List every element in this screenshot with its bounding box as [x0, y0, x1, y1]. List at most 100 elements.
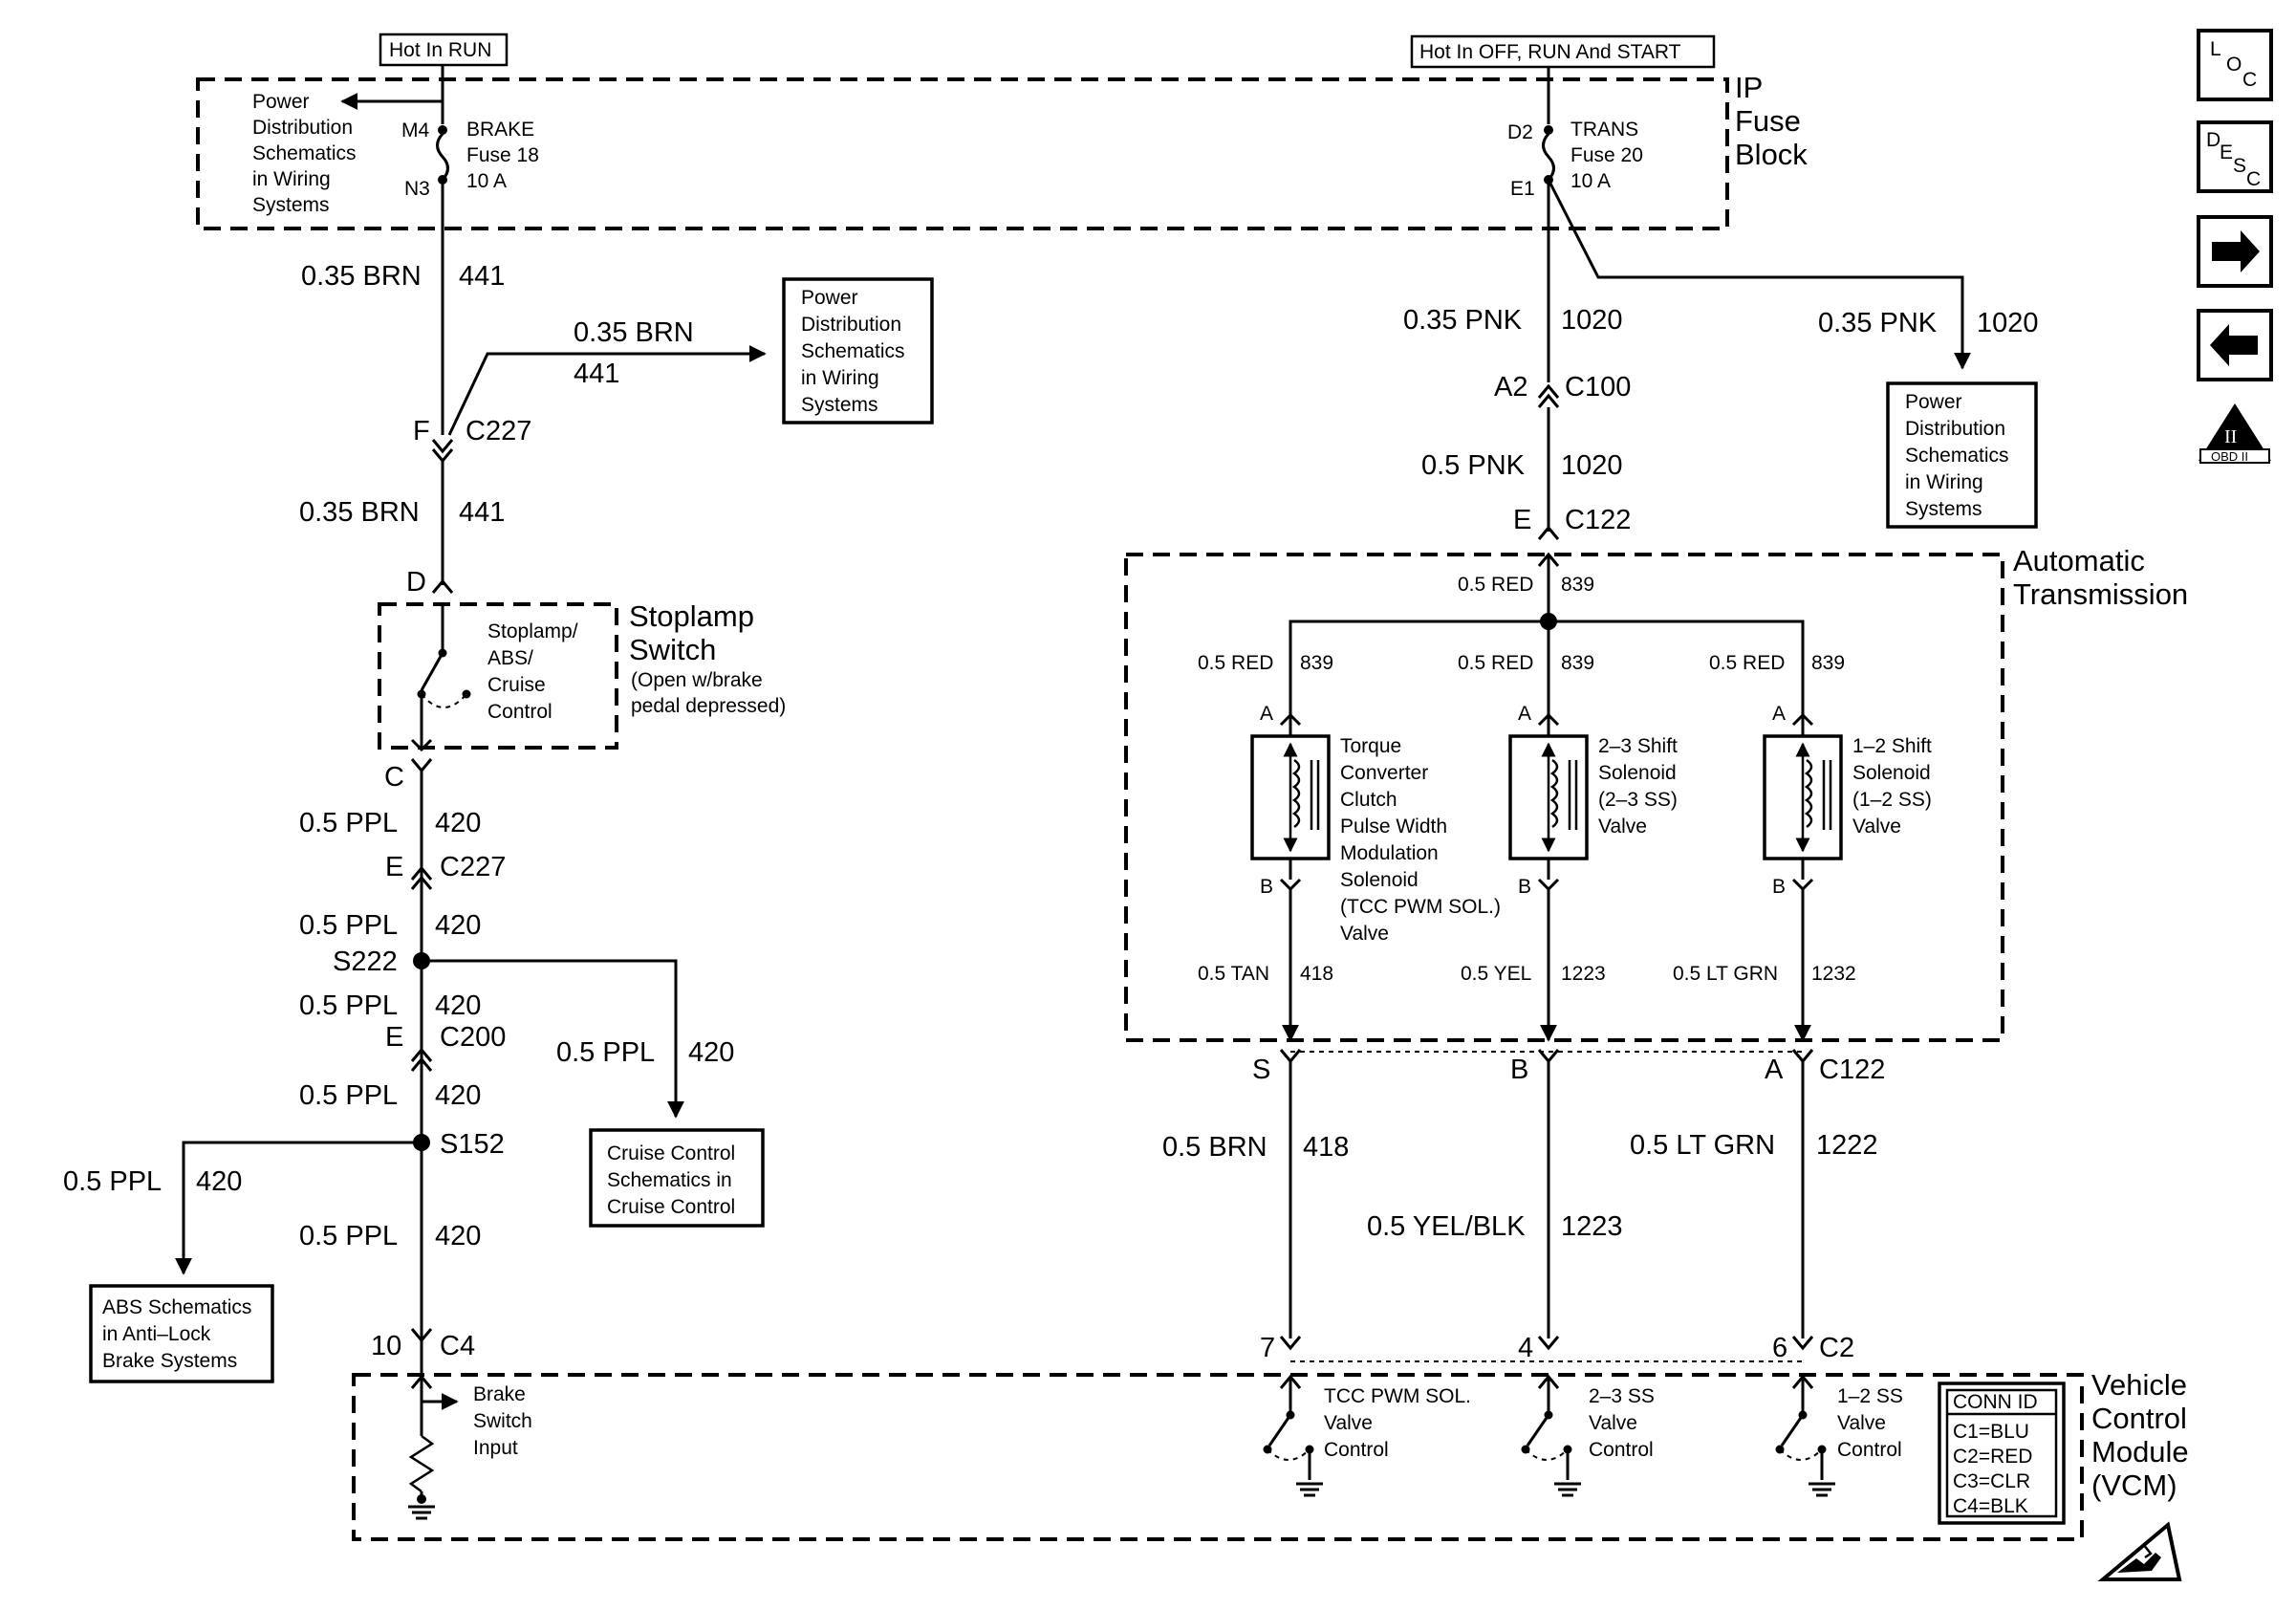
- wire-418-in-number: 418: [1300, 963, 1333, 985]
- c2-pin-4: 4: [1518, 1333, 1533, 1363]
- svg-text:Schematics: Schematics: [252, 142, 357, 164]
- hot-in-all-label: Hot In OFF, RUN And START: [1410, 34, 1716, 69]
- svg-text:Stoplamp: Stoplamp: [629, 599, 754, 633]
- svg-text:2–3 SS: 2–3 SS: [1589, 1385, 1655, 1407]
- svg-text:(2–3 SS): (2–3 SS): [1598, 789, 1678, 811]
- wire-420-a-color: 0.5 PPL: [299, 808, 398, 838]
- c122-connector: C122: [1819, 1055, 1885, 1085]
- c122-pin-a: A: [1765, 1055, 1784, 1085]
- svg-text:TCC PWM SOL.: TCC PWM SOL.: [1324, 1385, 1471, 1407]
- c4-connector: C4: [440, 1331, 475, 1361]
- svg-text:Distribution: Distribution: [252, 117, 353, 139]
- svg-text:Valve: Valve: [1598, 816, 1647, 838]
- svg-text:(TCC PWM SOL.): (TCC PWM SOL.): [1340, 896, 1501, 918]
- wire-1223-in-color: 0.5 YEL: [1461, 963, 1531, 985]
- svg-text:Solenoid: Solenoid: [1340, 869, 1419, 891]
- wire-441-color: 0.35 BRN: [301, 261, 422, 292]
- svg-text:Control: Control: [1589, 1439, 1654, 1461]
- c122-top-pin: E: [1513, 505, 1531, 535]
- forward-arrow-icon[interactable]: [2197, 215, 2273, 288]
- stoplamp-inner-label: Stoplamp/ ABS/ Cruise Control: [487, 620, 578, 723]
- svg-text:CONN ID: CONN ID: [1953, 1391, 2038, 1413]
- svg-text:A: A: [1772, 703, 1786, 725]
- c227-e-pin: E: [385, 852, 403, 882]
- svg-text:in Wiring: in Wiring: [801, 367, 879, 389]
- shift-solenoid-1-2: A B: [1763, 703, 1843, 898]
- back-arrow-icon[interactable]: [2197, 309, 2273, 381]
- svg-text:Power: Power: [801, 287, 858, 309]
- svg-text:B: B: [1518, 876, 1531, 898]
- svg-text:C: C: [2246, 168, 2261, 190]
- svg-text:Vehicle: Vehicle: [2091, 1368, 2187, 1402]
- ip-fuse-block-label: IP Fuse Block: [1735, 71, 1808, 171]
- svg-text:C4=BLK: C4=BLK: [1953, 1495, 2028, 1517]
- c2-connector: C2: [1819, 1333, 1854, 1363]
- svg-text:OBD II: OBD II: [2211, 449, 2248, 464]
- svg-text:BRAKE: BRAKE: [466, 119, 534, 141]
- svg-text:Fuse: Fuse: [1735, 104, 1801, 138]
- svg-text:Module: Module: [2091, 1435, 2189, 1469]
- stoplamp-pin-d: D: [406, 567, 426, 598]
- wire-441-number: 441: [459, 261, 505, 292]
- wire-1232-in-number: 1232: [1811, 963, 1856, 985]
- loc-icon[interactable]: L O C: [2197, 29, 2273, 101]
- tcc-pwm-solenoid: A B: [1250, 703, 1331, 898]
- wire-418-out-number: 418: [1303, 1132, 1349, 1163]
- wire-441-b-number: 441: [459, 497, 505, 528]
- obd-ii-icon[interactable]: II OBD II: [2199, 403, 2271, 464]
- svg-text:Distribution: Distribution: [801, 314, 901, 336]
- svg-text:Brake Systems: Brake Systems: [102, 1350, 237, 1372]
- wire-420-e-number: 420: [435, 1221, 481, 1251]
- svg-text:Switch: Switch: [473, 1410, 532, 1432]
- svg-text:II: II: [2224, 426, 2237, 447]
- wire-420-d-color: 0.5 PPL: [299, 1080, 398, 1111]
- svg-text:in Wiring: in Wiring: [1905, 471, 1983, 493]
- vcm-outline: [352, 1373, 2084, 1541]
- svg-text:Schematics in: Schematics in: [607, 1169, 732, 1191]
- wire-420-b-number: 420: [435, 910, 481, 941]
- svg-text:(VCM): (VCM): [2091, 1469, 2177, 1502]
- svg-text:Power: Power: [1905, 391, 1962, 413]
- desc-icon[interactable]: D E S C: [2197, 120, 2273, 193]
- svg-text:(Open w/brake: (Open w/brake: [631, 669, 763, 691]
- svg-text:Solenoid: Solenoid: [1598, 762, 1677, 784]
- svg-text:Stoplamp/: Stoplamp/: [487, 620, 578, 642]
- svg-text:Control: Control: [487, 701, 552, 723]
- wire-441-branch-number: 441: [574, 359, 619, 389]
- svg-text:Valve: Valve: [1589, 1412, 1637, 1434]
- svg-text:Torque: Torque: [1340, 735, 1401, 757]
- svg-text:Modulation: Modulation: [1340, 842, 1439, 864]
- wire-1020-branch-number: 1020: [1977, 308, 2039, 338]
- brake-switch-input-label: Brake Switch Input: [473, 1383, 532, 1459]
- wire-441-branch-color: 0.35 BRN: [574, 317, 694, 348]
- wire-1223-out-color: 0.5 YEL/BLK: [1367, 1211, 1526, 1242]
- wire-839-l-color: 0.5 RED: [1198, 652, 1273, 674]
- svg-text:Automatic: Automatic: [2013, 544, 2145, 577]
- svg-text:TRANS: TRANS: [1570, 119, 1638, 141]
- cruise-control-box: Cruise Control Schematics in Cruise Cont…: [589, 1128, 765, 1228]
- svg-text:Input: Input: [473, 1437, 518, 1459]
- svg-text:Control: Control: [1837, 1439, 1902, 1461]
- pds-right-box: Power Distribution Schematics in Wiring …: [1886, 381, 2038, 529]
- esd-warning-icon: [2097, 1521, 2182, 1581]
- svg-text:Solenoid: Solenoid: [1852, 762, 1931, 784]
- svg-text:Fuse 18: Fuse 18: [466, 144, 539, 166]
- svg-text:pedal depressed): pedal depressed): [631, 695, 786, 717]
- c227-e-connector: C227: [440, 852, 506, 882]
- fuse18-pin-in: M4: [401, 120, 429, 141]
- svg-text:Transmission: Transmission: [2013, 577, 2188, 611]
- wire-1232-in-color: 0.5 LT GRN: [1673, 963, 1778, 985]
- splice-s222-label: S222: [333, 946, 398, 977]
- c2-pin-7: 7: [1260, 1333, 1275, 1363]
- wire-1223-out-number: 1223: [1561, 1211, 1623, 1242]
- svg-text:Valve: Valve: [1324, 1412, 1373, 1434]
- svg-text:Valve: Valve: [1340, 923, 1389, 945]
- ss12-valve-control-label: 1–2 SS Valve Control: [1837, 1385, 1903, 1461]
- svg-text:Valve: Valve: [1837, 1412, 1886, 1434]
- svg-text:S: S: [2233, 155, 2246, 177]
- splice-s152-label: S152: [440, 1129, 505, 1160]
- c100-connector: C100: [1565, 372, 1631, 402]
- hot-in-run-label: Hot In RUN: [379, 33, 509, 67]
- svg-text:Pulse Width: Pulse Width: [1340, 816, 1447, 838]
- svg-text:Clutch: Clutch: [1340, 789, 1397, 811]
